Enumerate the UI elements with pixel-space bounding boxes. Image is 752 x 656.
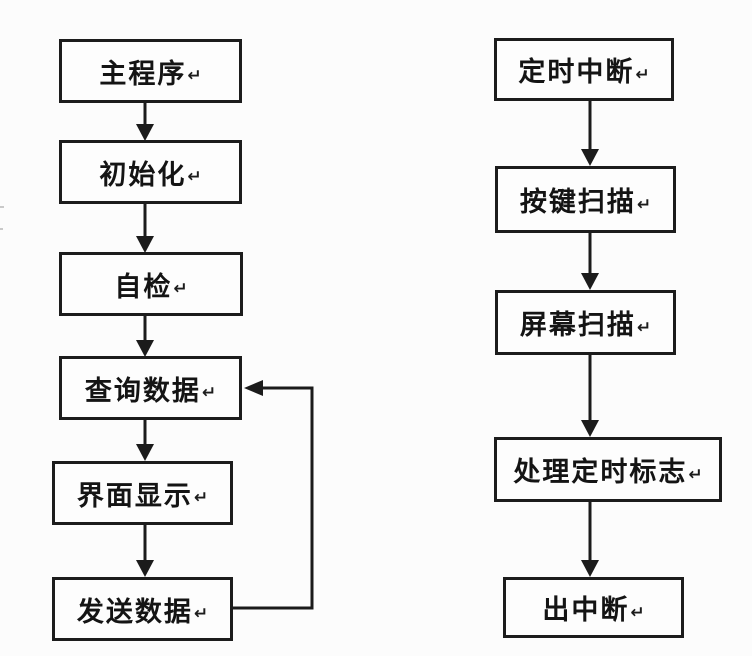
scan-speck (0, 228, 3, 230)
flow-node-label: 出中断 (542, 595, 630, 626)
arrowhead-timer-to-keyscan (581, 149, 599, 166)
return-mark-icon: ↵ (635, 64, 650, 85)
flow-node-exit-interrupt: 出中断↵ (503, 577, 684, 638)
flow-node-send-data: 发送数据↵ (52, 577, 233, 641)
edge-send-loopback-to-query (233, 386, 314, 610)
arrowhead-selfcheck-to-query (136, 340, 154, 357)
return-mark-icon: ↵ (173, 279, 188, 299)
arrowhead-display-to-send (136, 560, 154, 577)
return-mark-icon: ↵ (688, 464, 703, 485)
flow-node-label: 查询数据 (84, 375, 201, 407)
arrowhead-send-loopback-to-query (244, 380, 263, 396)
return-mark-icon: ↵ (187, 167, 202, 187)
flow-node-key-scan: 按键扫描↵ (495, 166, 676, 233)
flow-node-label: 按键扫描 (519, 187, 636, 218)
flow-node-init: 初始化↵ (59, 140, 242, 204)
arrowhead-keyscan-to-screenscan (581, 273, 599, 290)
flow-node-label: 初始化 (99, 159, 187, 191)
flow-node-ui-display: 界面显示↵ (52, 461, 233, 525)
flow-node-timer-interrupt: 定时中断↵ (494, 38, 674, 101)
arrowhead-init-to-selfcheck (136, 236, 154, 253)
arrowhead-main-to-init (136, 124, 154, 141)
return-mark-icon: ↵ (193, 488, 209, 508)
return-mark-icon: ↵ (636, 194, 652, 215)
flow-node-handle-timer-flag: 处理定时标志↵ (494, 437, 722, 502)
flow-node-label: 自检 (114, 271, 173, 303)
flow-node-label: 界面显示 (76, 480, 193, 512)
flow-node-label: 发送数据 (76, 596, 193, 628)
arrowhead-flag-to-exit (581, 560, 599, 577)
flow-node-main-program: 主程序↵ (59, 39, 242, 103)
return-mark-icon: ↵ (193, 604, 209, 624)
flow-node-label: 定时中断 (518, 57, 635, 88)
return-mark-icon: ↵ (201, 383, 217, 403)
flow-node-label: 屏幕扫描 (519, 310, 636, 341)
return-mark-icon: ↵ (187, 66, 202, 86)
return-mark-icon: ↵ (636, 317, 652, 338)
flow-node-self-check: 自检↵ (59, 252, 243, 316)
flow-node-label: 主程序 (99, 58, 187, 90)
flow-node-label: 处理定时标志 (513, 457, 688, 488)
scan-speck (0, 206, 4, 208)
return-mark-icon: ↵ (630, 602, 645, 623)
flow-node-query-data: 查询数据↵ (59, 356, 242, 420)
flow-node-screen-scan: 屏幕扫描↵ (495, 290, 676, 355)
arrowhead-screenscan-to-flag (581, 420, 599, 437)
arrowhead-query-to-display (136, 444, 154, 461)
